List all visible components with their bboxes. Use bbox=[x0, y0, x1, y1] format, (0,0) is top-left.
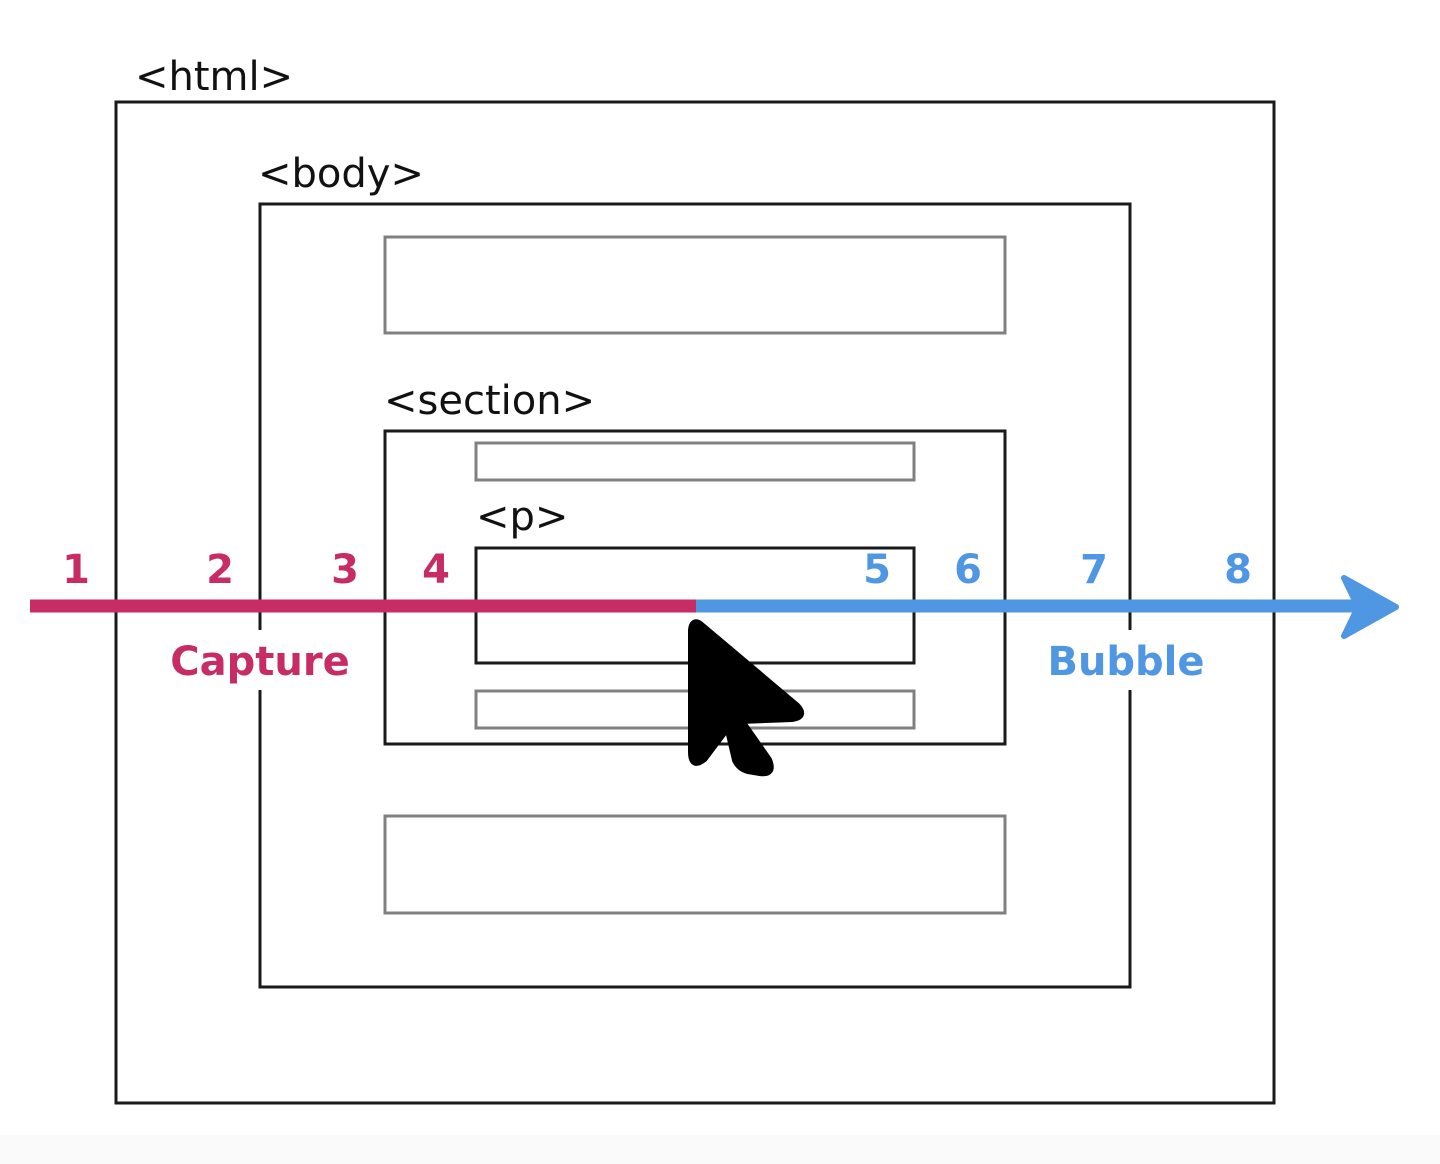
body-box bbox=[258, 202, 1132, 989]
section-label: <section> bbox=[384, 378, 595, 424]
bottom-strip bbox=[0, 1135, 1440, 1164]
sibling-block-bottom bbox=[383, 814, 1007, 915]
sibling-block-top bbox=[383, 235, 1007, 335]
capture-label: Capture bbox=[170, 639, 349, 685]
bubble-step-5: 5 bbox=[863, 547, 891, 593]
bubble-step-8: 8 bbox=[1224, 547, 1252, 593]
arrow-right-icon bbox=[1341, 575, 1399, 639]
capture-step-1: 1 bbox=[62, 547, 90, 593]
capture-step-2: 2 bbox=[206, 547, 234, 593]
html-label: <html> bbox=[135, 54, 293, 100]
bubble-label: Bubble bbox=[1047, 639, 1204, 685]
bubble-step-6: 6 bbox=[954, 547, 982, 593]
capture-step-3: 3 bbox=[331, 547, 359, 593]
capture-step-4: 4 bbox=[422, 547, 450, 593]
mouse-pointer-icon bbox=[688, 619, 805, 777]
p-label: <p> bbox=[476, 494, 568, 540]
bubble-step-7: 7 bbox=[1080, 547, 1108, 593]
body-label: <body> bbox=[258, 151, 424, 197]
section-child-top bbox=[474, 441, 916, 482]
